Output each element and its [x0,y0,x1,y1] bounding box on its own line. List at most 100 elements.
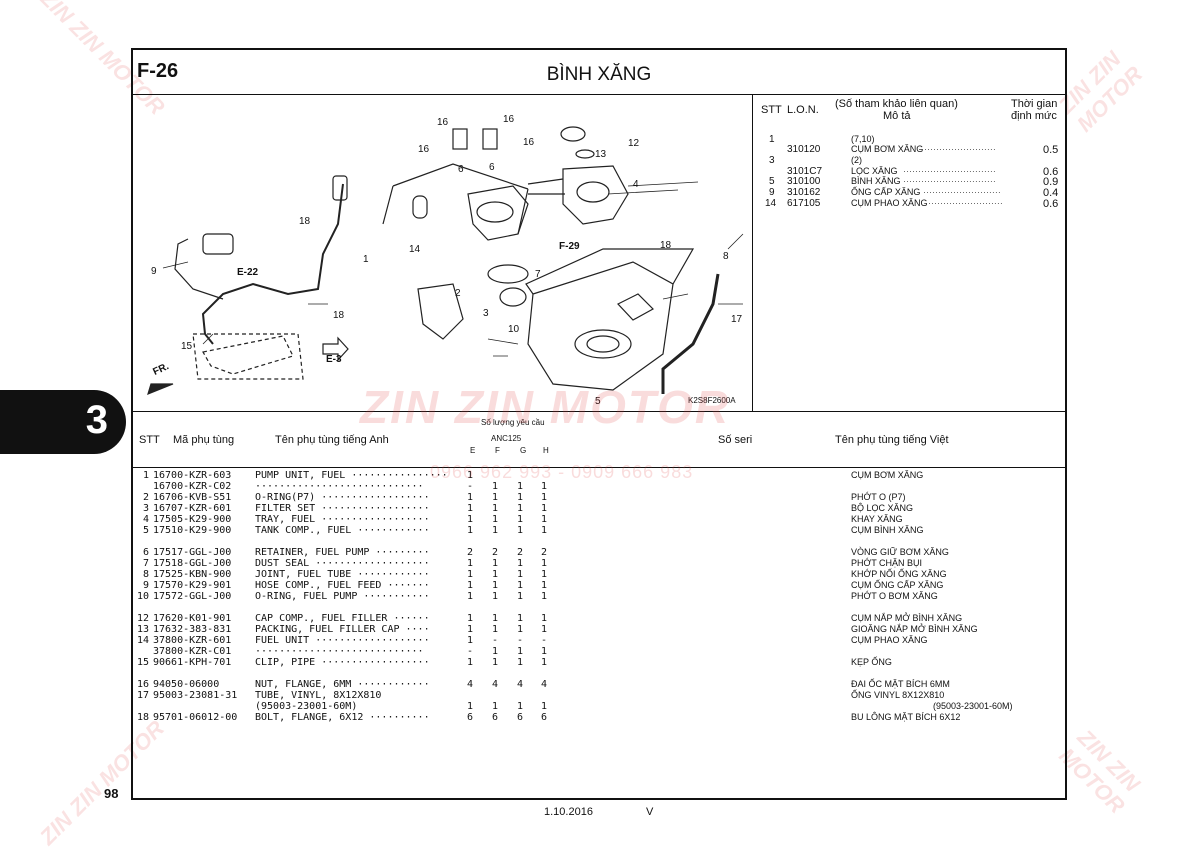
watermark-logo: ZIN ZIN MOTOR [360,381,731,433]
qty-f: 1 [492,503,499,514]
part-name-en: CLIP, PIPE ·················· [255,657,430,668]
part-name-en: FUEL UNIT ··················· [255,635,430,646]
part-stt: 2 [142,492,149,503]
qty-f: 1 [492,558,499,569]
qty-f: 1 [492,591,499,602]
part-name-vi: ĐAI ỐC MẶT BÍCH 6MM [851,679,950,689]
qty-f: 1 [492,514,499,525]
section-code: F-26 [137,60,179,82]
col-model: ANC125 [491,434,522,443]
qty-e: 1 [467,525,474,536]
part-name-en: FILTER SET ·················· [255,503,430,514]
diagram-drawing [147,126,744,396]
part-stt: 13 [136,624,149,635]
part-name-vi: KẸP ỐNG [851,657,892,667]
table-row: 37800-KZR-C01 ··························… [133,646,1065,657]
callout-6b: 6 [489,162,495,173]
side-header-stt: STT [761,104,782,116]
col-g: G [520,446,527,455]
callout-5: 5 [595,396,601,407]
qty-h: 1 [541,646,548,657]
qty-g: 1 [517,646,524,657]
qty-h: 1 [541,503,548,514]
qty-f: 1 [492,657,499,668]
qty-g: 1 [517,492,524,503]
qty-g: 1 [517,481,524,492]
qty-h: 1 [541,657,548,668]
part-name-en: TANK COMP., FUEL ············ [255,525,430,536]
qty-h: 1 [541,613,548,624]
part-name-en: DUST SEAL ··················· [255,558,430,569]
part-name-vi: PHỚT CHẶN BỤI [851,558,923,568]
callout-1: 1 [363,254,369,265]
qty-f: 1 [492,492,499,503]
side-header-time2: định mức [1011,110,1057,122]
qty-h: 6 [541,712,548,723]
callout-16a: 16 [437,117,449,128]
part-name-vi: CỤM PHAO XĂNG [851,635,928,645]
chapter-number: 3 [85,398,108,442]
part-name-vi: PHỚT O BƠM XĂNG [851,591,938,601]
fuel-tank-shape [527,261,674,391]
qty-g: 1 [517,569,524,580]
callout-8: 8 [723,251,729,262]
qty-h: 1 [541,591,548,602]
part-name-en: O-RING(P7) ·················· [255,492,430,503]
qty-e: 6 [467,712,474,723]
part-number: 94050-06000 [153,679,220,690]
part-number: 17505-K29-900 [153,514,232,525]
qty-g: 1 [517,525,524,536]
part-number: 90661-KPH-701 [153,657,232,668]
col-name-vi: Tên phụ tùng tiếng Việt [835,434,949,446]
qty-e: 1 [467,470,474,481]
part-name-en: CAP COMP., FUEL FILLER ······ [255,613,430,624]
part-name-vi: GIOĂNG NẮP MỞ BÌNH XĂNG [851,624,978,634]
fuel-hose-shape [201,183,344,345]
callout-10: 10 [508,324,520,335]
qty-e: 1 [467,591,474,602]
page-title: BÌNH XĂNG [546,64,652,85]
part-stt: 16 [136,679,149,690]
ref-e3: E-3 [326,354,342,365]
qty-h: 1 [541,481,548,492]
qty-e: 1 [467,624,474,635]
qty-f: 1 [492,525,499,536]
part-stt: 15 [136,657,149,668]
side-header-desc1: (Số tham khảo liên quan) [835,98,958,110]
exploded-diagram: 1 2 3 4 5 6 6 7 8 9 10 12 13 14 15 16 16… [133,94,753,412]
qty-f: 6 [492,712,499,723]
part-number: 16700-KZR-603 [153,470,232,481]
qty-g: 2 [517,547,524,558]
callout-4: 4 [633,179,639,190]
callout-18b: 18 [333,310,345,321]
qty-e: 1 [467,701,474,712]
callout-7: 7 [535,269,541,280]
qty-g: 1 [517,558,524,569]
qty-h: 2 [541,547,548,558]
callout-14: 14 [409,244,421,255]
callout-15: 15 [181,341,193,352]
qty-g: 1 [517,624,524,635]
direction-arrow [147,383,174,396]
part-number: 17525-KBN-900 [153,569,232,580]
part-stt: 8 [142,569,149,580]
qty-e: 1 [467,569,474,580]
version: V [646,806,654,818]
part-number: 16706-KVB-S51 [153,492,232,503]
part-number: 17518-GGL-J00 [153,558,232,569]
part-name-vi: CỤM ỐNG CẤP XĂNG [851,580,944,590]
print-date: 1.10.2016 [544,806,593,818]
qty-g: - [517,635,524,646]
qty-e: 1 [467,492,474,503]
part-name-vi: BỘ LỌC XĂNG [851,503,914,513]
part-stt: 5 [142,525,149,536]
part-number: 37800-KZR-601 [153,635,232,646]
